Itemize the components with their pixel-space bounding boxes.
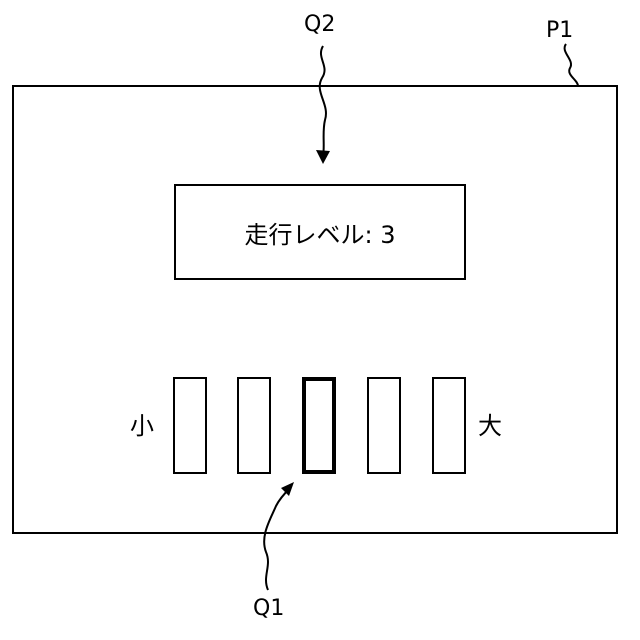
scale-max-label: 大 (478, 414, 502, 438)
level-bar-2 (237, 377, 271, 474)
q2-reference-label: Q2 (304, 14, 335, 36)
scale-min-label: 小 (130, 414, 154, 438)
level-bar-3 (302, 377, 336, 474)
level-display-box: 走行レベル: 3 (174, 184, 466, 280)
level-bar-4 (367, 377, 401, 474)
level-bar-1 (173, 377, 207, 474)
q1-reference-label: Q1 (253, 598, 284, 620)
p1-reference-label: P1 (546, 20, 573, 42)
p1-leader-line (565, 44, 578, 86)
level-display-text: 走行レベル: 3 (245, 215, 396, 250)
level-bar-5 (432, 377, 466, 474)
